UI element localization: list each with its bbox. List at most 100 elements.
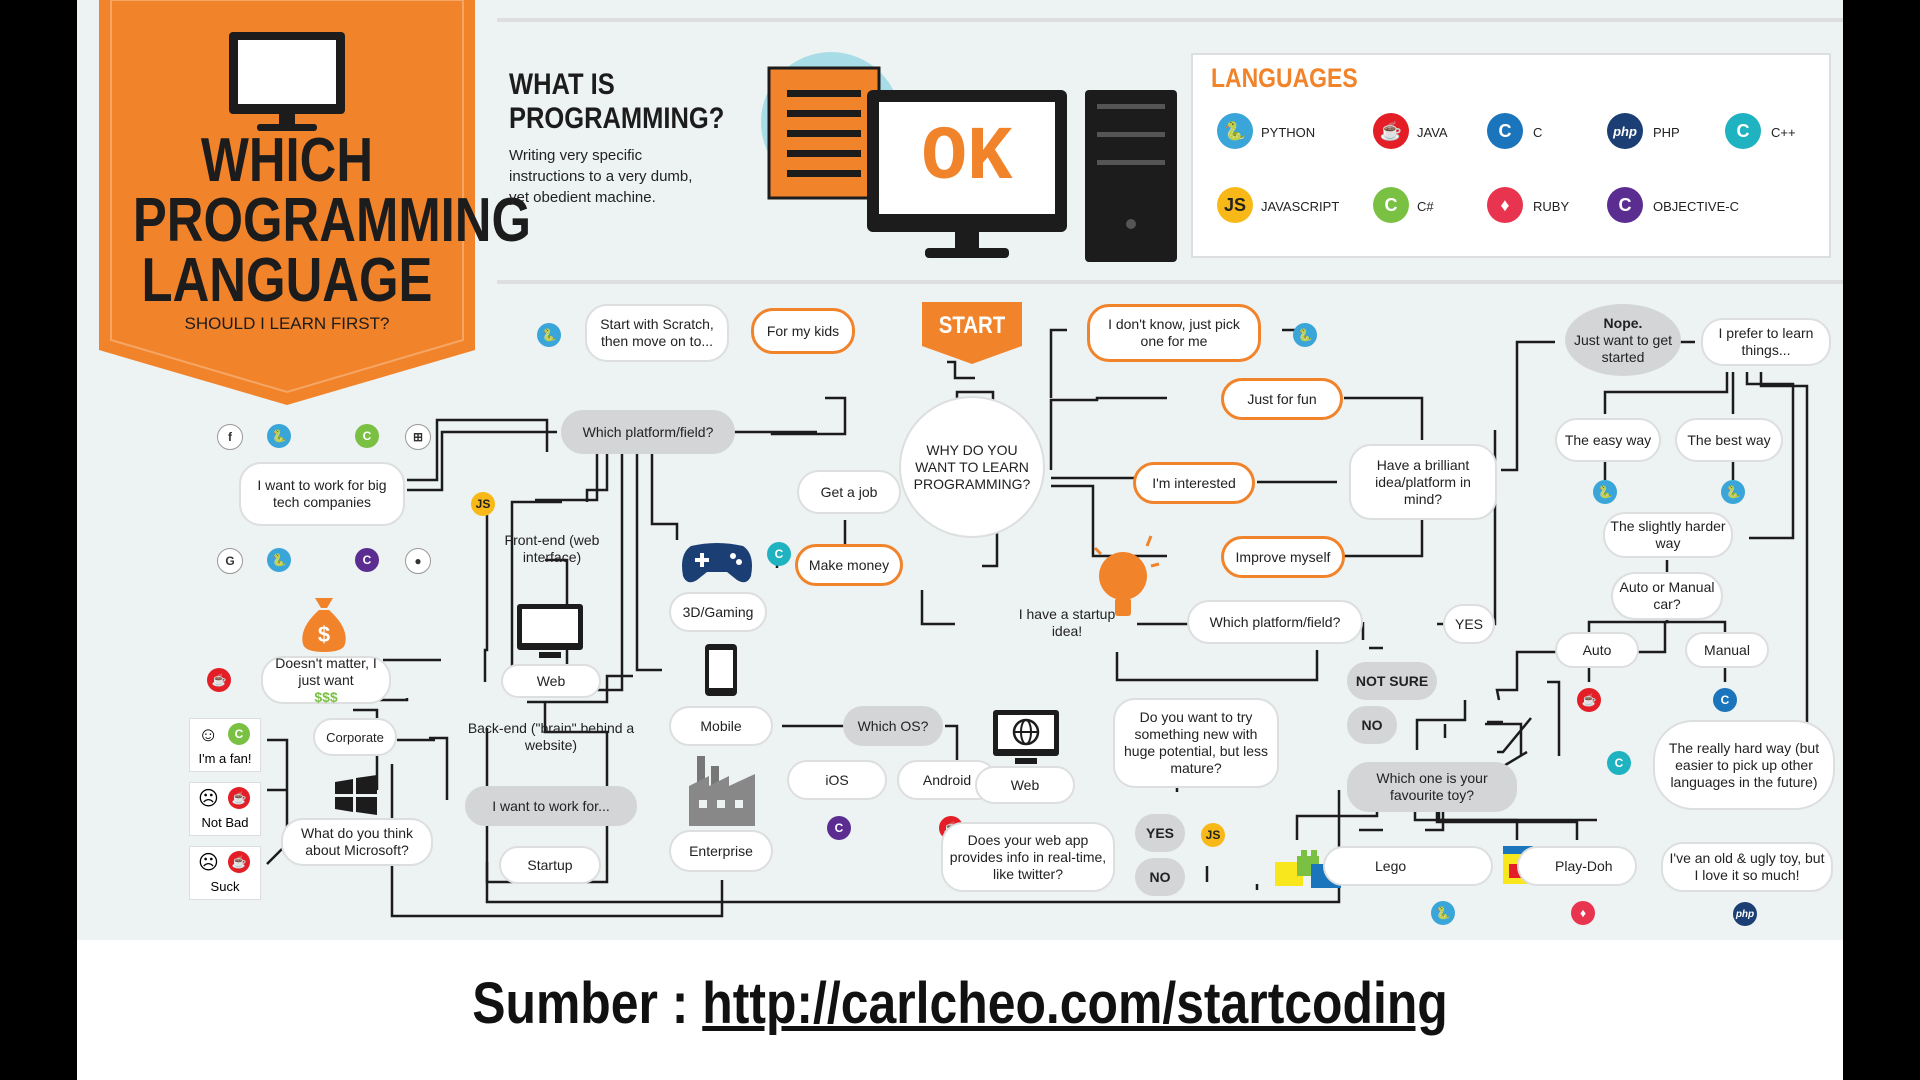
- csharp-icon: C: [1373, 187, 1409, 223]
- lang-csharp: C#: [1417, 199, 1434, 214]
- node-big-tech: I want to work for big tech companies: [239, 462, 405, 526]
- node-dont-know: I don't know, just pick one for me: [1087, 304, 1261, 362]
- lang-javascript: JAVASCRIPT: [1261, 199, 1340, 214]
- label-frontend: Front-end (web interface): [504, 532, 600, 565]
- node-try-new: Do you want to try something new with hu…: [1113, 698, 1279, 788]
- label-not-bad: Not Bad: [201, 815, 249, 830]
- csharp-icon: C: [228, 723, 250, 745]
- node-doesnt-matter: Doesn't matter, I just want $$$: [261, 655, 391, 705]
- node-playdoh: Play-Doh: [1517, 846, 1637, 886]
- start-label: START: [938, 312, 1006, 339]
- source-link[interactable]: http://carlcheo.com/startcoding: [702, 971, 1448, 1036]
- node-nope: Nope. Just want to get started: [1565, 304, 1681, 376]
- intro-title-1: WHAT IS: [509, 68, 615, 101]
- node-no-realtime: NO: [1135, 858, 1185, 896]
- node-easy-way: The easy way: [1555, 418, 1661, 462]
- title-banner: WHICH PROGRAMMING LANGUAGE SHOULD I LEAR…: [99, 0, 531, 405]
- java-icon: ☕: [228, 787, 250, 809]
- python-icon: 🐍: [1431, 901, 1455, 925]
- intro-body-2: instructions to a very dumb,: [509, 168, 693, 185]
- node-auto: Auto: [1555, 632, 1639, 668]
- lang-java: JAVA: [1417, 125, 1448, 140]
- python-icon: 🐍: [1593, 480, 1617, 504]
- node-make-money: Make money: [795, 544, 903, 586]
- node-get-job: Get a job: [797, 470, 901, 514]
- java-icon: ☕: [207, 668, 231, 692]
- node-web-mid: Web: [975, 766, 1075, 804]
- node-yes-mid: YES: [1443, 604, 1495, 644]
- node-startup: Startup: [499, 846, 601, 884]
- node-best-way: The best way: [1675, 418, 1783, 462]
- lang-python: PYTHON: [1261, 125, 1316, 140]
- node-no-new: NO: [1347, 706, 1397, 744]
- objective-c-icon: C: [1607, 187, 1643, 223]
- cpp-icon: C: [1725, 113, 1761, 149]
- node-brilliant-idea: Have a brilliant idea/platform in mind?: [1349, 444, 1497, 520]
- node-manual: Manual: [1685, 632, 1769, 668]
- smile-icon: ☺: [198, 724, 219, 746]
- intro-title-2: PROGRAMMING?: [509, 102, 725, 135]
- cpp-icon: C: [767, 542, 791, 566]
- google-icon: G: [217, 548, 243, 574]
- svg-text:$: $: [318, 622, 330, 647]
- node-enterprise: Enterprise: [669, 830, 773, 872]
- lang-c: C: [1533, 125, 1543, 140]
- intro-body-1: Writing very specific: [509, 147, 643, 164]
- node-mobile: Mobile: [669, 706, 773, 746]
- lang-cpp: C++: [1771, 125, 1796, 140]
- node-just-fun: Just for fun: [1221, 378, 1343, 420]
- start-marker: [922, 302, 1022, 364]
- card-suck: ☹ ☕ Suck: [189, 846, 261, 900]
- card-not-bad: ☹ ☕ Not Bad: [189, 782, 261, 836]
- javascript-icon: JS: [471, 492, 495, 516]
- javascript-icon: JS: [1201, 823, 1225, 847]
- php-icon: php: [1733, 902, 1757, 926]
- gamepad-icon: [682, 543, 752, 583]
- node-slightly-harder: The slightly harder way: [1603, 512, 1733, 558]
- javascript-icon: JS: [1217, 187, 1253, 223]
- objective-c-icon: C: [355, 548, 379, 572]
- factory-icon: [689, 756, 755, 826]
- objective-c-icon: C: [827, 816, 851, 840]
- node-yes-realtime: YES: [1135, 814, 1185, 852]
- node-for-kids: For my kids: [751, 308, 855, 354]
- node-nope-label: Nope.: [1603, 314, 1643, 331]
- java-icon: ☕: [1373, 113, 1409, 149]
- node-gaming: 3D/Gaming: [669, 592, 767, 632]
- cpp-icon: C: [1607, 751, 1631, 775]
- monitor-icon: [517, 604, 583, 658]
- money-bag-icon: $: [302, 598, 346, 652]
- windows-icon: ⊞: [405, 424, 431, 450]
- title-line-1: WHICH: [200, 126, 374, 195]
- neutral-face-icon: ☹: [198, 788, 219, 810]
- apple-icon: ●: [405, 548, 431, 574]
- node-work-for: I want to work for...: [465, 786, 637, 826]
- sad-face-icon: ☹: [198, 852, 219, 874]
- node-scratch: Start with Scratch, then move on to...: [585, 304, 729, 362]
- intro-body-3: yet obedient machine.: [509, 189, 656, 206]
- phone-icon: [705, 644, 737, 696]
- intro-heading: WHAT IS PROGRAMMING?: [509, 68, 724, 136]
- divider-top: [497, 18, 1843, 22]
- node-old-toy: I've an old & ugly toy, but I love it so…: [1661, 842, 1833, 892]
- node-ios: iOS: [787, 760, 887, 800]
- ruby-icon: ♦: [1571, 901, 1595, 925]
- node-why-learn: WHY DO YOU WANT TO LEARN PROGRAMMING?: [899, 396, 1045, 538]
- python-icon: 🐍: [267, 548, 291, 572]
- infographic: WHICH PROGRAMMING LANGUAGE SHOULD I LEAR…: [77, 0, 1843, 940]
- title-subtitle: SHOULD I LEARN FIRST?: [184, 314, 390, 333]
- ok-screen-text: OK: [921, 115, 1013, 201]
- label-suck: Suck: [210, 879, 240, 894]
- java-icon: ☕: [228, 851, 250, 873]
- banner-shape: [99, 0, 475, 405]
- python-icon: 🐍: [1293, 323, 1317, 347]
- ruby-icon: ♦: [1487, 187, 1523, 223]
- facebook-icon: f: [217, 424, 243, 450]
- node-not-sure: NOT SURE: [1347, 662, 1437, 700]
- node-microsoft: What do you think about Microsoft?: [281, 818, 433, 866]
- web-globe-icon: [993, 710, 1059, 764]
- node-lego: Lego: [1323, 846, 1493, 886]
- node-prefer-learn: I prefer to learn things...: [1701, 318, 1831, 366]
- node-corporate: Corporate: [313, 718, 397, 756]
- lang-objective-c: OBJECTIVE-C: [1653, 199, 1739, 214]
